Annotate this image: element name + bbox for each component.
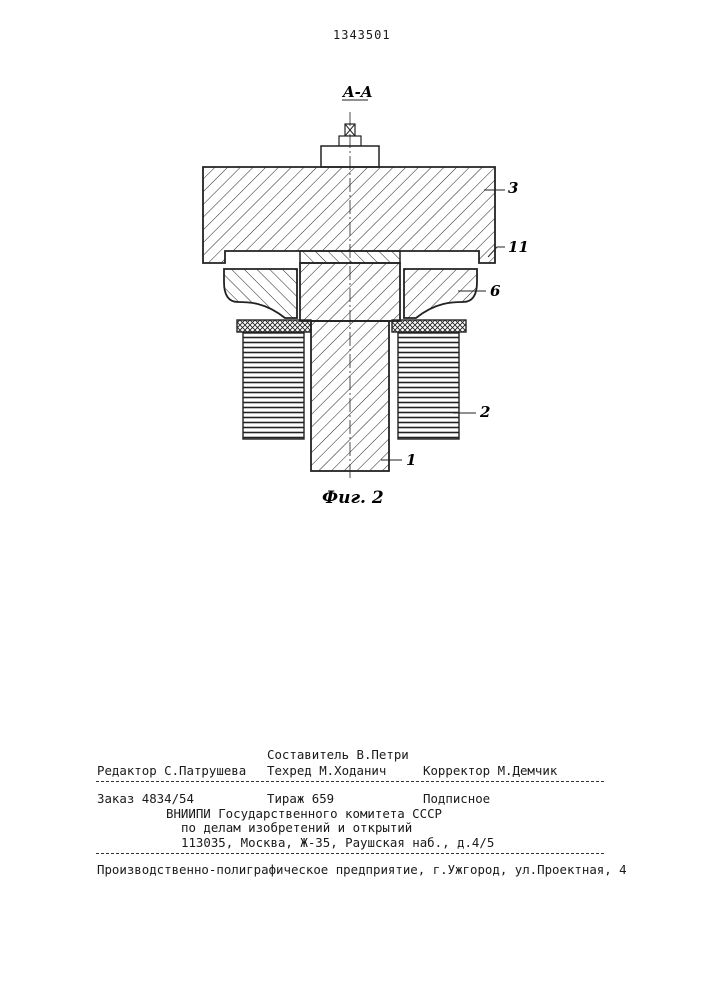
shoe-part-6-right	[404, 269, 477, 318]
technical-drawing: A-A 3 11 6 2 1 Фиг. 2	[0, 0, 707, 520]
yoke-part-3	[203, 167, 495, 263]
techred-line: Техред М.Ходанич	[267, 763, 386, 778]
divider-1	[96, 781, 604, 782]
section-label: A-A	[341, 83, 373, 101]
callout-1: 1	[406, 451, 416, 469]
figure-caption: Фиг. 2	[322, 488, 384, 508]
shoe-part-6-left	[224, 269, 297, 318]
callout-11: 11	[508, 238, 529, 256]
org-line-2: по делам изобретений и открытий	[181, 820, 412, 835]
org-line-1: ВНИИПИ Государственного комитета СССР	[166, 806, 442, 821]
address-line: 113035, Москва, Ж-35, Раушская наб., д.4…	[181, 835, 494, 850]
divider-2	[96, 853, 604, 854]
corrector-line: Корректор М.Демчик	[423, 763, 557, 778]
washer-left	[237, 320, 311, 332]
callout-2: 2	[479, 403, 490, 421]
callout-6: 6	[490, 282, 501, 300]
washer-right	[392, 320, 466, 332]
printer-line: Производственно-полиграфическое предприя…	[97, 862, 627, 877]
circulation-line: Тираж 659	[267, 791, 334, 806]
compiler-line: Составитель В.Петри	[267, 747, 409, 762]
editor-line: Редактор С.Патрушева	[97, 763, 246, 778]
coil-part-2-left	[243, 333, 304, 439]
subscription-line: Подписное	[423, 791, 490, 806]
coil-part-2-right	[398, 333, 459, 439]
order-line: Заказ 4834/54	[97, 791, 194, 806]
callout-3: 3	[508, 179, 518, 197]
